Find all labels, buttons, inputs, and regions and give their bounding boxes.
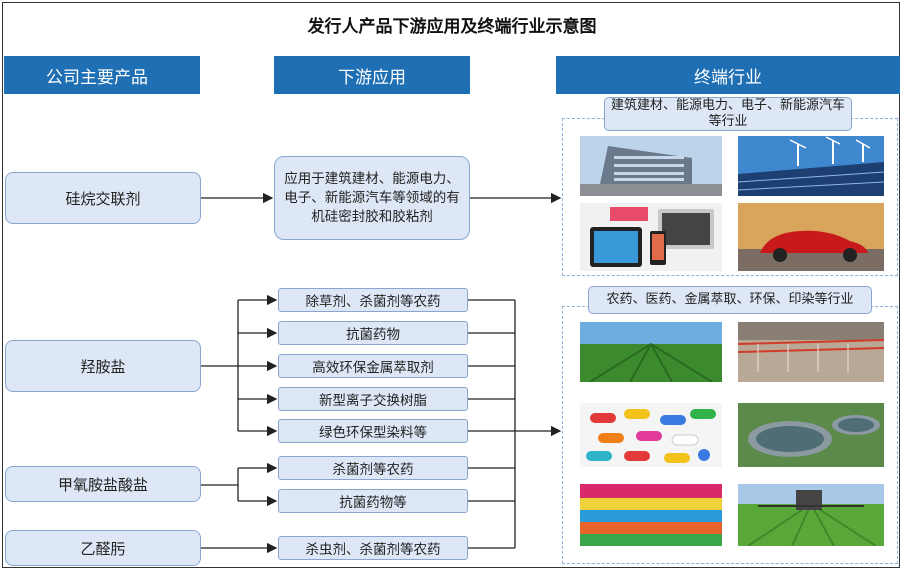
product-silane-crosslinker: 硅烷交联剂	[5, 172, 201, 224]
photo-water-treatment	[738, 403, 884, 467]
industry-label-1: 建筑建材、能源电力、电子、新能源汽车等行业	[604, 97, 852, 131]
photo-solar-wind	[738, 136, 884, 196]
product-hydroxylamine-salt: 羟胺盐	[5, 340, 201, 392]
diagram-title: 发行人产品下游应用及终端行业示意图	[307, 17, 597, 37]
app-green-dyes: 绿色环保型染料等	[278, 419, 468, 443]
product-acetaldoxime: 乙醛肟	[5, 530, 201, 566]
photo-pills	[580, 403, 722, 467]
header-industries: 终端行业	[556, 56, 900, 94]
app-herbicide-fungicide: 除草剂、杀菌剂等农药	[278, 288, 468, 312]
app-antibacterial-drugs: 抗菌药物	[278, 321, 468, 345]
photo-textiles	[580, 484, 722, 546]
photo-electronics	[580, 203, 722, 271]
header-products: 公司主要产品	[4, 56, 200, 94]
photo-building	[580, 136, 722, 196]
app-metal-extractant: 高效环保金属萃取剂	[278, 354, 468, 378]
app-insecticide-fungicide: 杀虫剂、杀菌剂等农药	[278, 536, 468, 560]
product-methoxyamine-hcl: 甲氧胺盐酸盐	[5, 466, 201, 502]
industry-label-2: 农药、医药、金属萃取、环保、印染等行业	[588, 286, 872, 314]
photo-tractor-spraying	[738, 484, 884, 546]
photo-electric-car	[738, 203, 884, 271]
header-applications: 下游应用	[274, 56, 470, 94]
photo-industrial-sprayer	[738, 322, 884, 382]
app-silane-sealant: 应用于建筑建材、能源电力、电子、新能源汽车等领域的有机硅密封胶和胶粘剂	[274, 156, 470, 240]
app-fungicide-pesticide: 杀菌剂等农药	[278, 456, 468, 480]
app-antibacterial-drugs-2: 抗菌药物等	[278, 489, 468, 513]
photo-crop-field	[580, 322, 722, 382]
app-ion-exchange-resin: 新型离子交换树脂	[278, 387, 468, 411]
